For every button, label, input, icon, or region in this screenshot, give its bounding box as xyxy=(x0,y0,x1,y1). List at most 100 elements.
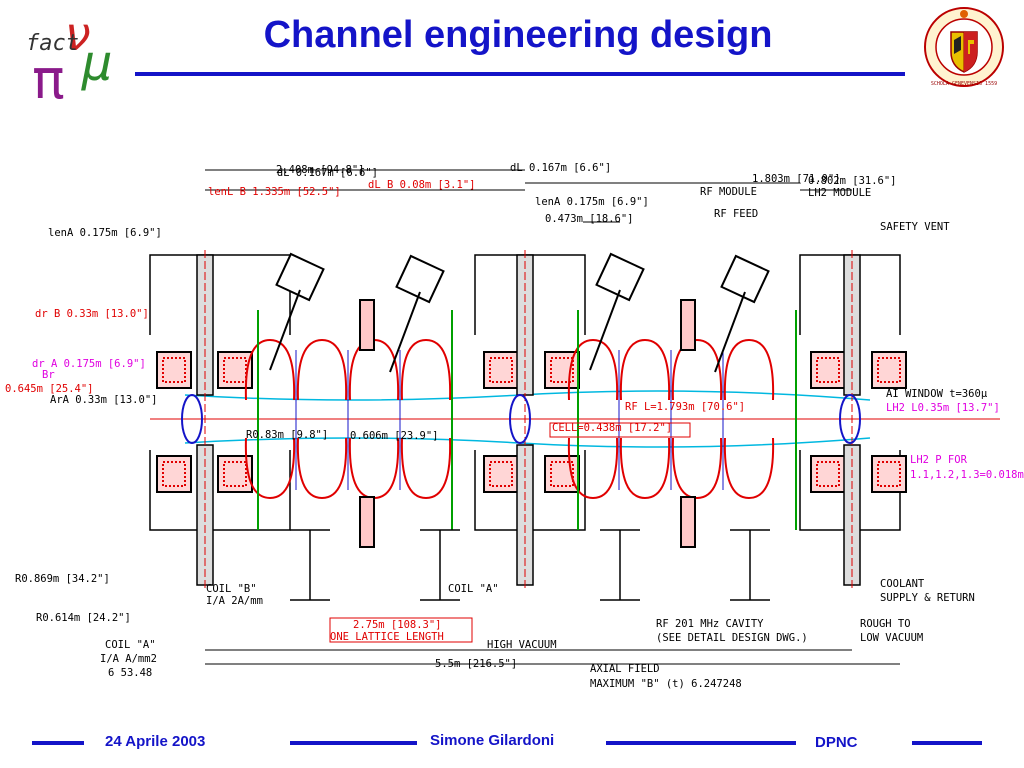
support-leg xyxy=(730,529,770,601)
support-leg xyxy=(420,529,460,601)
coil-winding xyxy=(877,357,901,383)
rf-feed-coupler xyxy=(720,254,770,304)
footer-group: DPNC xyxy=(815,734,858,751)
diagram-label: 1.1,1.2,1.3=0.018m xyxy=(910,469,1024,481)
diagram-label: ROUGH TO xyxy=(860,618,911,630)
title-underline xyxy=(135,72,905,76)
coil-winding xyxy=(816,461,840,487)
diagram-label: I/A A/mm2 xyxy=(100,653,157,665)
coil-winding xyxy=(223,461,247,487)
diagram-label: RF L=1.793m [70.6"] xyxy=(625,401,745,413)
diagram-label: R0.83m [9.8"] xyxy=(246,429,328,441)
absorber-window xyxy=(839,394,861,444)
logo-pi: π xyxy=(32,48,65,102)
coil-winding xyxy=(877,461,901,487)
rf-cavity-cell xyxy=(296,338,348,401)
diagram-label: LOW VACUUM xyxy=(860,632,923,644)
diagram-label: COIL "B" xyxy=(206,583,257,595)
rf-feed-coupler xyxy=(275,252,325,302)
diagram-label: Br xyxy=(42,369,55,381)
coil-winding xyxy=(223,357,247,383)
cavity-tuner xyxy=(680,299,696,351)
footer-rule xyxy=(290,741,417,745)
footer-rule xyxy=(606,741,796,745)
rf-feed-coupler xyxy=(595,252,645,302)
diagram-label: (SEE DETAIL DESIGN DWG.) xyxy=(656,632,808,644)
support-leg xyxy=(600,529,640,601)
diagram-labels: 2.408m [94.8"]dL 0.167m [6.6"]1.803m [71… xyxy=(5,162,1024,690)
seal-text: SCHOLA GENEVENSIS 1559 xyxy=(931,81,997,87)
diagram-label: dr A 0.175m [6.9"] xyxy=(32,358,146,370)
logo-nu: ν xyxy=(64,7,92,61)
diagram-label: lenA 0.175m [6.9"] xyxy=(535,196,649,208)
diagram-label: 1.803m [71.0"] xyxy=(752,173,841,185)
coil-winding xyxy=(550,461,574,487)
diagram-label: LH2 P FOR xyxy=(910,454,968,466)
rf-cavity-cell xyxy=(671,338,723,401)
absorber-window xyxy=(181,394,203,444)
diagram-label: dL 0.167m [6.6"] xyxy=(277,167,378,179)
page-title: Channel engineering design xyxy=(263,14,773,56)
support-leg xyxy=(290,529,330,601)
rf-cavity-cell xyxy=(567,437,619,500)
coil-winding xyxy=(162,357,186,383)
rf-cavity-cell xyxy=(400,437,452,500)
diagram-label: 5.5m [216.5"] xyxy=(435,658,517,670)
rf-cavity-cell xyxy=(244,338,296,401)
coil-housing xyxy=(149,254,291,531)
diagram-label: 2.408m [94.8"] xyxy=(276,164,365,176)
diagram-structure xyxy=(149,169,1000,665)
diagram-label: 0.606m [23.9"] xyxy=(350,430,439,442)
diagram-label: LH2 L0.35m [13.7"] xyxy=(886,402,1000,414)
rf-cavity-cell xyxy=(723,437,775,500)
diagram-label: 2.75m [108.3"] xyxy=(353,619,442,631)
absorber-window xyxy=(509,394,531,444)
diagram-label: LH2 MODULE xyxy=(808,187,871,199)
diagram-label: lenL B 1.335m [52.5"] xyxy=(208,186,341,198)
logo-fact: fact xyxy=(26,31,79,56)
diagram-label: SAFETY VENT xyxy=(880,221,950,233)
diagram-label: HIGH VACUUM xyxy=(487,639,557,651)
coil-winding xyxy=(489,461,513,487)
diagram-label: I/A 2A/mm xyxy=(206,595,263,607)
diagram-label: CELL=0.438m [17.2"] xyxy=(552,422,672,434)
cavity-tuner xyxy=(680,496,696,548)
channel-engineering-diagram: 2.408m [94.8"]dL 0.167m [6.6"]1.803m [71… xyxy=(5,162,1024,690)
diagram-label: 0.645m [25.4"] xyxy=(5,383,94,395)
rf-cavity-cell xyxy=(244,437,296,500)
diagram-label: lenA 0.175m [6.9"] xyxy=(48,227,162,239)
diagram-label: R0.869m [34.2"] xyxy=(15,573,110,585)
rf-cavity-cell xyxy=(296,437,348,500)
cavity-tuner xyxy=(359,299,375,351)
university-seal: SCHOLA GENEVENSIS 1559 xyxy=(924,7,1004,87)
rf-cavity-cell xyxy=(619,437,671,500)
diagram-label: dL 0.167m [6.6"] xyxy=(510,162,611,174)
diagram-label: MAXIMUM "B" (t) 6.247248 xyxy=(590,678,742,690)
rf-feed-line xyxy=(269,289,301,371)
cavity-tuner xyxy=(359,496,375,548)
rf-feed-line xyxy=(589,289,621,371)
rf-cavity-cell xyxy=(619,338,671,401)
diagram-label: RF 201 MHz CAVITY xyxy=(656,618,764,630)
rf-cavity-cell xyxy=(723,338,775,401)
coil-winding xyxy=(550,357,574,383)
coil-winding xyxy=(816,357,840,383)
diagram-label: ArA 0.33m [13.0"] xyxy=(50,394,157,406)
footer-rule xyxy=(912,741,982,745)
diagram-label: AI WINDOW t=360µ xyxy=(886,388,988,400)
footer-rule xyxy=(32,741,84,745)
diagram-label: 6 53.48 xyxy=(108,667,152,679)
diagram-label: dr B 0.33m [13.0"] xyxy=(35,308,149,320)
diagram-label: 0.473m [18.6"] xyxy=(545,213,634,225)
rf-cavity-cell xyxy=(348,437,400,500)
diagram-label: R0.614m [24.2"] xyxy=(36,612,131,624)
diagram-label: COIL "A" xyxy=(448,583,499,595)
diagram-label: SUPPLY & RETURN xyxy=(880,592,975,604)
cell-length-box xyxy=(549,422,691,438)
diagram-label: RF FEED xyxy=(714,208,758,220)
diagram-label: AXIAL FIELD xyxy=(590,663,660,675)
diagram-label: COOLANT xyxy=(880,578,925,590)
rf-feed-line xyxy=(714,291,746,373)
factory-logo: ν μ π fact xyxy=(26,7,112,102)
coil-winding xyxy=(489,357,513,383)
